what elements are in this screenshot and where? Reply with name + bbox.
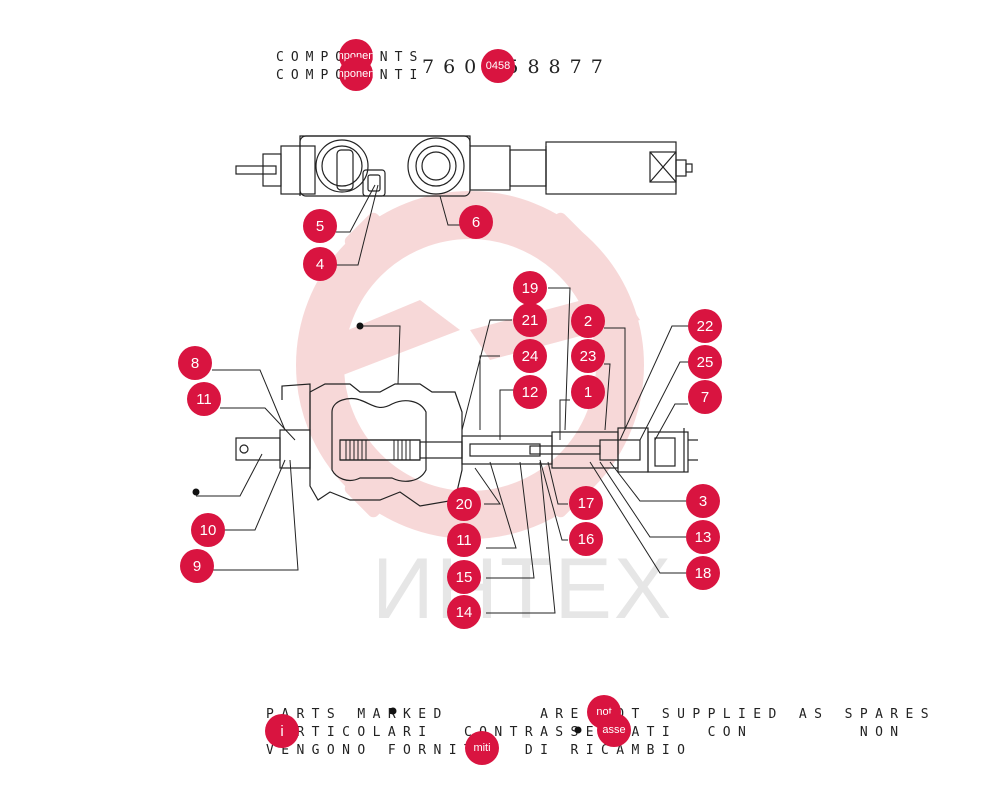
callout-17: 17 [569, 486, 603, 520]
callout-16: 16 [569, 522, 603, 556]
callout-10: 10 [191, 513, 225, 547]
callout-12: 12 [513, 375, 547, 409]
note-badge: i [265, 714, 299, 748]
callout-25: 25 [688, 345, 722, 379]
callout-21: 21 [513, 303, 547, 337]
callout-24: 24 [513, 339, 547, 373]
callout-8: 8 [178, 346, 212, 380]
callout-9: 9 [180, 549, 214, 583]
overlay-badge: 0458 [481, 49, 515, 83]
watermark-text: ИНТЕХ [372, 541, 674, 637]
callout-19: 19 [513, 271, 547, 305]
callout-3: 3 [686, 484, 720, 518]
top-view [235, 135, 693, 197]
callout-2: 2 [571, 304, 605, 338]
callout-13: 13 [686, 520, 720, 554]
callout-11: 11 [447, 523, 481, 557]
marker-dot [356, 322, 364, 330]
callout-5: 5 [303, 209, 337, 243]
leader-lines [196, 184, 690, 614]
callout-6: 6 [459, 205, 493, 239]
callout-20: 20 [447, 487, 481, 521]
note-line-3: VENGONO FORNITI DI RICAMBIO [266, 743, 693, 758]
callout-1: 1 [571, 375, 605, 409]
note-badge: miti [465, 731, 499, 765]
callout-7: 7 [688, 380, 722, 414]
callout-18: 18 [686, 556, 720, 590]
marker-dot [574, 726, 582, 734]
note-badge: asse [597, 713, 631, 747]
callout-15: 15 [447, 560, 481, 594]
callout-22: 22 [688, 309, 722, 343]
marker-dot [192, 488, 200, 496]
callout-23: 23 [571, 339, 605, 373]
marker-dot [389, 707, 397, 715]
overlay-badge: mponent [339, 57, 373, 91]
section-view [235, 383, 698, 507]
callout-4: 4 [303, 247, 337, 281]
callout-11: 11 [187, 382, 221, 416]
callout-14: 14 [447, 595, 481, 629]
